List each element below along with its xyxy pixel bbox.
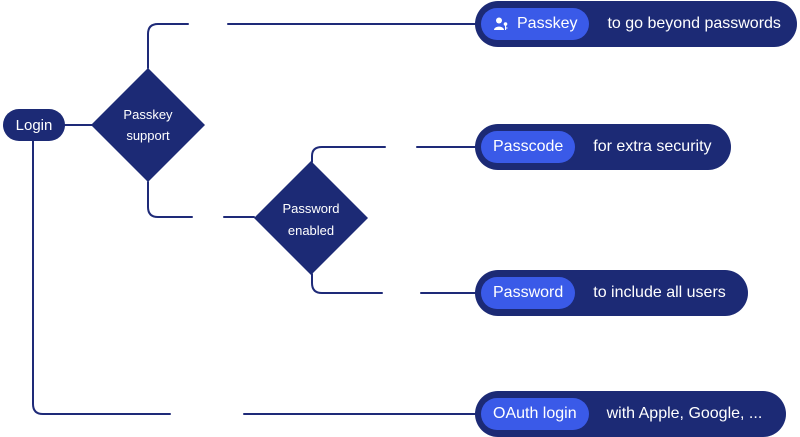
passcode-description: for extra security (593, 138, 712, 155)
oauth-description: with Apple, Google, ... (606, 405, 763, 422)
connector-passkey-yes (147, 23, 189, 69)
passkey-chip: Passkey (481, 8, 590, 40)
oauth-chip: OAuth login (481, 398, 589, 430)
passkey-description: to go beyond passwords (607, 15, 781, 32)
passcode-chip: Passcode (481, 131, 576, 163)
passcode-chip-label: Passcode (493, 138, 564, 155)
connector-password-no (311, 273, 383, 294)
password-description: to include all users (593, 284, 726, 301)
user-key-icon (494, 17, 508, 30)
option-oauth: OAuth login with Apple, Google, ... (475, 391, 786, 437)
login-node: Login (3, 109, 65, 141)
decision-passkey-line1: Passkey (123, 107, 173, 122)
passkey-chip-label: Passkey (517, 15, 578, 32)
oauth-chip-label: OAuth login (493, 405, 577, 422)
connector-passkey-no (147, 181, 193, 218)
connector-password-yes (311, 146, 386, 163)
login-label: Login (15, 116, 53, 134)
password-chip-label: Password (493, 284, 564, 301)
decision-password-line1: Password (282, 201, 339, 216)
connector-login-oauth (32, 140, 171, 415)
decision-passkey-support (91, 68, 205, 182)
option-password: Password to include all users (475, 270, 748, 316)
decision-password-line2: enabled (288, 223, 334, 238)
password-chip: Password (481, 277, 576, 309)
decision-password-enabled (254, 161, 368, 275)
decision-passkey-line2: support (126, 128, 170, 143)
option-passkey: Passkey to go beyond passwords (475, 1, 797, 47)
option-passcode: Passcode for extra security (475, 124, 731, 170)
